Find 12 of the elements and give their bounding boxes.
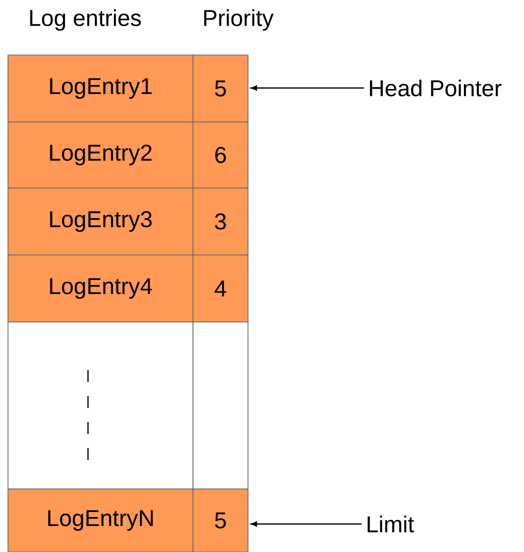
arrow <box>250 521 362 527</box>
node-label: LogEntryN <box>48 510 153 531</box>
table-cell: 5 <box>192 54 248 122</box>
table-cell: 4 <box>192 254 248 322</box>
column-header: Log entries <box>30 9 141 31</box>
arrow <box>250 85 364 91</box>
table-cell: 3 <box>192 188 248 256</box>
column-header: Priority <box>204 9 274 31</box>
pointer-label: Limit <box>368 516 414 532</box>
table-cell: 5 <box>192 488 248 552</box>
table-cell: 6 <box>192 122 248 188</box>
pointer-label: Head Pointer <box>370 80 502 96</box>
